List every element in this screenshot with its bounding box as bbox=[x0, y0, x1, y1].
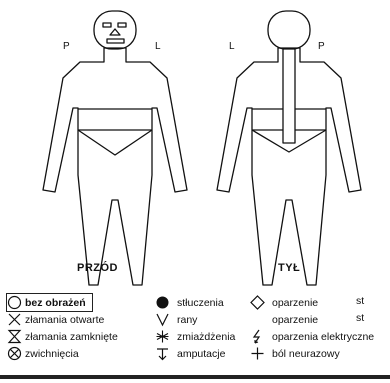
legend-burn-1-degree: st bbox=[356, 295, 364, 307]
legend-burn-2-degree: st bbox=[356, 312, 364, 324]
legend-crush[interactable]: zmiażdżenia bbox=[155, 328, 235, 345]
legend-non-traumatic-pain[interactable]: ból neurazowy bbox=[250, 345, 340, 362]
filled-circle-icon bbox=[155, 295, 170, 310]
legend-burn-2[interactable]: oparzenie bbox=[250, 311, 318, 328]
back-side-right: P bbox=[318, 41, 325, 52]
back-figure bbox=[217, 11, 361, 285]
front-side-left: L bbox=[155, 41, 161, 52]
front-mouth bbox=[107, 39, 124, 43]
legend-label: zmiażdżenia bbox=[177, 331, 235, 343]
legend-no-injury[interactable]: bez obrażeń bbox=[6, 293, 93, 312]
legend-dislocation[interactable]: zwichnięcia bbox=[7, 345, 79, 362]
front-eye-right bbox=[118, 23, 126, 27]
legend-label: złamania otwarte bbox=[25, 314, 104, 326]
legend-label: oparzenia elektryczne bbox=[272, 331, 374, 343]
bottom-divider bbox=[0, 375, 390, 379]
circle-x-icon bbox=[7, 346, 22, 361]
front-body-outline bbox=[43, 48, 187, 285]
x-icon bbox=[7, 312, 22, 327]
legend-label: amputacje bbox=[177, 348, 225, 360]
back-head bbox=[268, 11, 310, 49]
front-view-label: PRZÓD bbox=[77, 262, 118, 274]
front-side-right: P bbox=[63, 41, 70, 52]
circle-icon bbox=[7, 295, 22, 310]
plus-icon bbox=[250, 346, 265, 361]
front-pelvis bbox=[78, 130, 152, 155]
lightning-icon bbox=[250, 329, 265, 344]
back-spine bbox=[283, 49, 295, 143]
legend-label: stłuczenia bbox=[177, 297, 224, 309]
legend-closed-fracture[interactable]: złamania zamknięte bbox=[7, 328, 118, 345]
amputation-icon bbox=[155, 346, 170, 361]
legend-wound[interactable]: rany bbox=[155, 311, 197, 328]
legend-open-fracture[interactable]: złamania otwarte bbox=[7, 311, 104, 328]
hourglass-icon bbox=[7, 329, 22, 344]
front-nose bbox=[110, 29, 120, 35]
legend-amputation[interactable]: amputacje bbox=[155, 345, 225, 362]
front-figure bbox=[43, 11, 187, 285]
v-icon bbox=[155, 312, 170, 327]
legend-label: rany bbox=[177, 314, 197, 326]
legend-label: złamania zamknięte bbox=[25, 331, 118, 343]
legend-label: oparzenie bbox=[272, 297, 318, 309]
legend-label: oparzenie bbox=[272, 314, 318, 326]
back-side-left: L bbox=[229, 41, 235, 52]
legend-burn-1[interactable]: oparzenie bbox=[250, 294, 318, 311]
back-view-label: TYŁ bbox=[278, 262, 300, 274]
legend-contusion[interactable]: stłuczenia bbox=[155, 294, 224, 311]
legend-label: bez obrażeń bbox=[25, 297, 86, 309]
legend-electrical-burn[interactable]: oparzenia elektryczne bbox=[250, 328, 374, 345]
empty-icon bbox=[250, 312, 265, 327]
diamond-icon bbox=[250, 295, 265, 310]
legend-label: ból neurazowy bbox=[272, 348, 340, 360]
front-eye-left bbox=[103, 23, 111, 27]
legend-label: zwichnięcia bbox=[25, 348, 79, 360]
asterisk-icon bbox=[155, 329, 170, 344]
